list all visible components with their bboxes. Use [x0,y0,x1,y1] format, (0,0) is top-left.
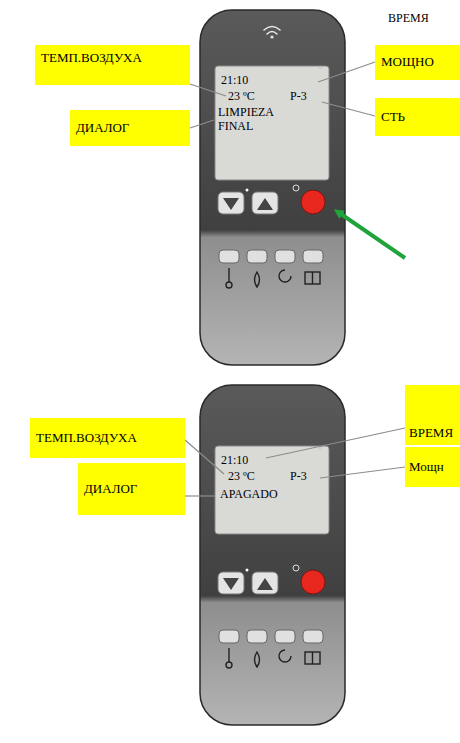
callout-box: ДИАЛОГ [78,463,185,515]
callout-text: ДИАЛОГ [76,121,184,136]
callout-text: ДИАЛОГ [84,482,179,497]
lcd-message: APAGADO [220,488,278,502]
callout-text: ВРЕМЯ [388,12,429,26]
callout-box: МОЩНО [375,45,460,80]
callout-box: СТЬ [375,98,460,136]
lcd-message: LIMPIEZA FINAL [218,106,290,134]
lcd-power: P-3 [290,90,307,104]
callout-text: МОЩНО [381,55,454,70]
callout-text: ТЕМП.ВОЗДУХА [36,431,179,446]
callout-text: Мощн [409,460,456,475]
callout-box: ВРЕМЯ [405,385,460,445]
callout-text: ВРЕМЯ [409,426,456,441]
lcd-temperature: 23 ºC [228,470,255,484]
callout-text: ТЕМП.ВОЗДУХА [41,51,184,66]
lcd-temperature: 23 ºC [228,90,255,104]
remote-two [200,385,345,725]
callout-box: ДИАЛОГ [70,110,190,146]
callout-box: ТЕМП.ВОЗДУХА [30,418,185,458]
callout-text: СТЬ [381,110,454,125]
lcd-time: 21:10 [221,74,248,88]
pointer-arrow [338,212,405,258]
leader-lines [185,62,405,496]
callout-box: Мощн [405,447,460,487]
remote-one [200,10,345,365]
lcd-power: P-3 [290,470,307,484]
lcd-time: 21:10 [221,454,248,468]
callout-box: ТЕМП.ВОЗДУХА [35,45,190,85]
